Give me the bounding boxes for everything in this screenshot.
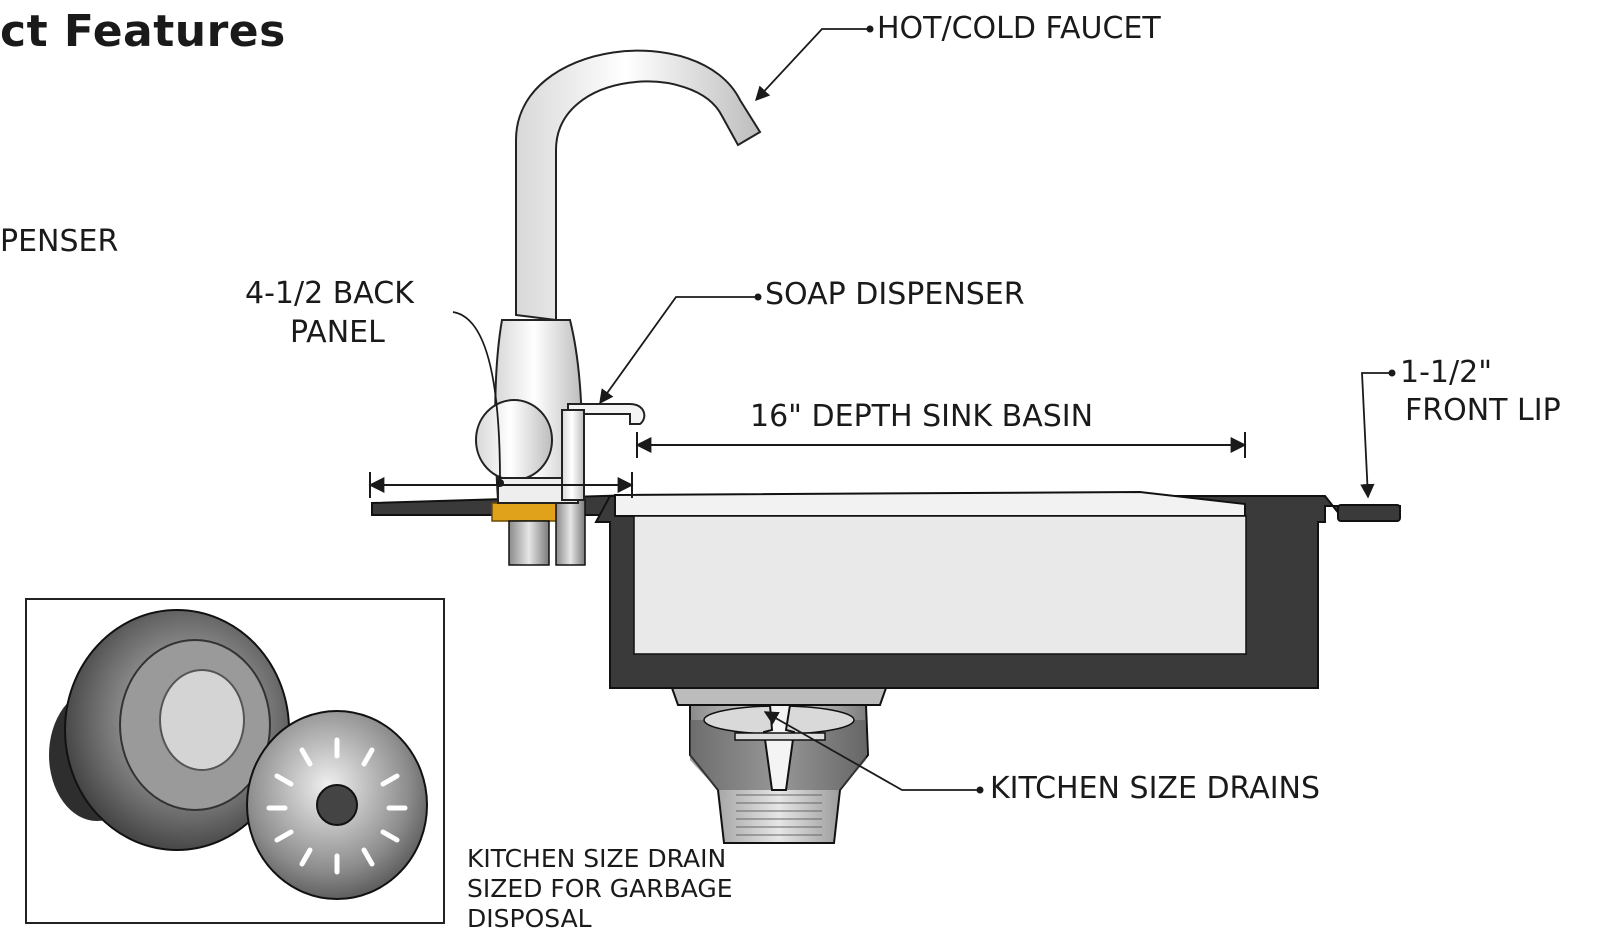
drain-threads bbox=[736, 794, 822, 836]
leader-hot-cold-faucet bbox=[755, 28, 868, 102]
leader-front-lip bbox=[1360, 372, 1390, 499]
label-hot-cold-faucet: HOT/COLD FAUCET bbox=[877, 11, 1161, 46]
basin-interior bbox=[633, 515, 1247, 655]
drain-note-line3: DISPOSAL bbox=[467, 904, 592, 933]
sink-rim bbox=[614, 490, 1246, 517]
leader-back-panel bbox=[452, 311, 501, 481]
soap-dispenser-body bbox=[561, 409, 585, 501]
strainer-post bbox=[762, 704, 796, 791]
leader-soap-dispenser bbox=[599, 296, 756, 405]
strainer-slots bbox=[266, 737, 408, 875]
drain-note-line1: KITCHEN SIZE DRAIN bbox=[467, 844, 727, 873]
strainer-knob bbox=[316, 784, 358, 826]
drain-inset bbox=[25, 598, 445, 924]
drain-flange bbox=[670, 687, 888, 706]
label-dispenser-partial: PENSER bbox=[0, 224, 119, 259]
faucet-spout bbox=[515, 49, 762, 322]
page-title: ct Features bbox=[0, 6, 286, 57]
drain-inset-art bbox=[49, 609, 428, 900]
label-front-lip-line2: FRONT LIP bbox=[1405, 393, 1561, 428]
faucet-shank bbox=[508, 520, 550, 566]
brass-nut bbox=[491, 502, 565, 522]
soap-shank bbox=[555, 499, 586, 566]
label-soap-dispenser: SOAP DISPENSER bbox=[765, 277, 1025, 312]
drain-note-line2: SIZED FOR GARBAGE bbox=[467, 874, 733, 903]
soap-dispenser-pump bbox=[567, 403, 646, 425]
strainer-crossbar bbox=[734, 732, 826, 741]
label-back-panel-line2: PANEL bbox=[290, 315, 385, 350]
leader-kitchen-drains bbox=[763, 711, 978, 791]
front-lip bbox=[1337, 504, 1401, 522]
label-kitchen-drains: KITCHEN SIZE DRAINS bbox=[990, 771, 1321, 806]
faucet-handle-hub bbox=[475, 399, 553, 481]
label-front-lip-line1: 1-1/2" bbox=[1400, 355, 1492, 390]
label-back-panel-line1: 4-1/2 BACK bbox=[245, 276, 414, 311]
label-sink-basin: 16" DEPTH SINK BASIN bbox=[750, 399, 1094, 434]
